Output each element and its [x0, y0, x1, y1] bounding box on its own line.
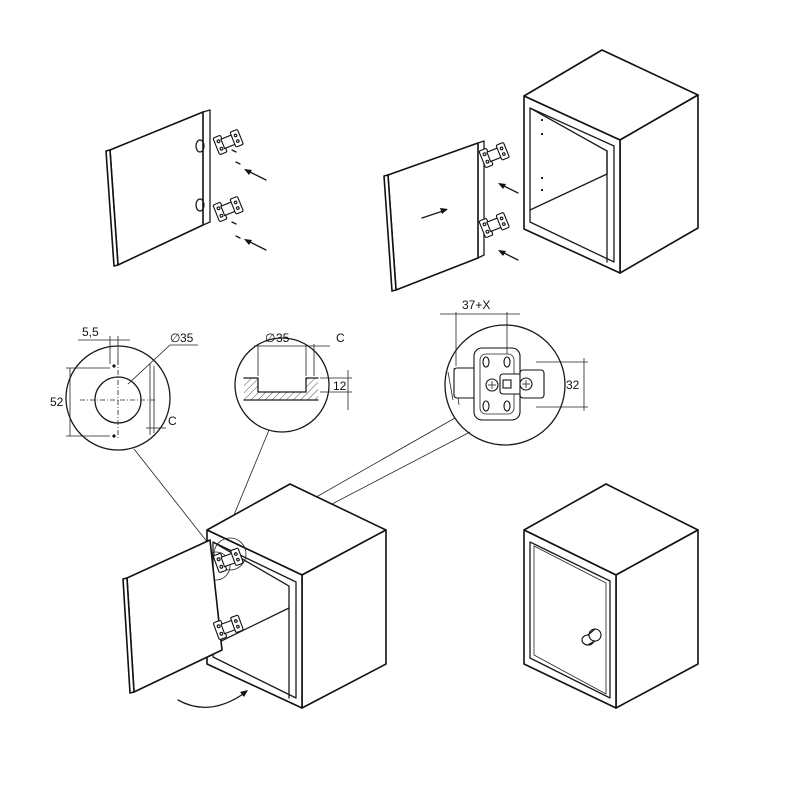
step2-arrow-mid [421, 208, 448, 219]
step1-screw-dashes [231, 149, 241, 239]
dim-edge-label-hole: C [168, 414, 177, 428]
step3-door-front [126, 539, 223, 693]
step2-cabinet [523, 49, 699, 274]
dim-edge-label-section: C [336, 331, 345, 345]
dim-hole-diameter-symbol: ∅ [170, 331, 180, 345]
step3-cabinet [201, 483, 387, 709]
detail-plate-circle [444, 324, 566, 446]
step3-detail-marker [213, 537, 247, 571]
step1-arrow-top [244, 169, 267, 181]
door-knob [581, 628, 602, 646]
dim-offset-label: 5,5 [82, 325, 99, 339]
step1-cup-hole-top [195, 139, 205, 153]
step2-cabinet-front [523, 95, 621, 274]
dim-depth-label: 12 [333, 379, 347, 393]
step1-door-front [109, 111, 204, 266]
dim-width-label: 37+X [462, 298, 490, 312]
step2-door-front [387, 142, 479, 291]
step2-arrow-bottom [498, 250, 519, 261]
step2-door-group [383, 140, 519, 292]
step1-hinge-bottom [212, 194, 245, 223]
detail-hole: 5,5 ∅ 35 52 C [50, 325, 198, 451]
step1-hinge-top [212, 127, 245, 156]
step1-door-edge [105, 149, 119, 267]
dim-height-label: 52 [50, 395, 64, 409]
step4-cabinet-front [523, 529, 617, 709]
step1-door-group [105, 109, 267, 267]
detail-plate: 37+X 32 [440, 298, 588, 446]
dim-section-diameter-symbol: ∅ [265, 331, 275, 345]
door-swing-arrow [177, 691, 247, 708]
step3-open-door [122, 539, 248, 708]
step1-arrow-bottom [244, 239, 267, 251]
dim-section-diameter-label: 35 [276, 331, 290, 345]
step1-cup-hole-bottom [195, 198, 205, 212]
dim-hole-diameter-label: 35 [180, 331, 194, 345]
step2-arrow-top [498, 183, 519, 194]
detail-section-circle [234, 337, 330, 433]
step4-cabinet [523, 483, 699, 709]
detail-section: ∅ 35 C 12 [234, 331, 352, 433]
dim-plate-height-label: 32 [566, 378, 580, 392]
